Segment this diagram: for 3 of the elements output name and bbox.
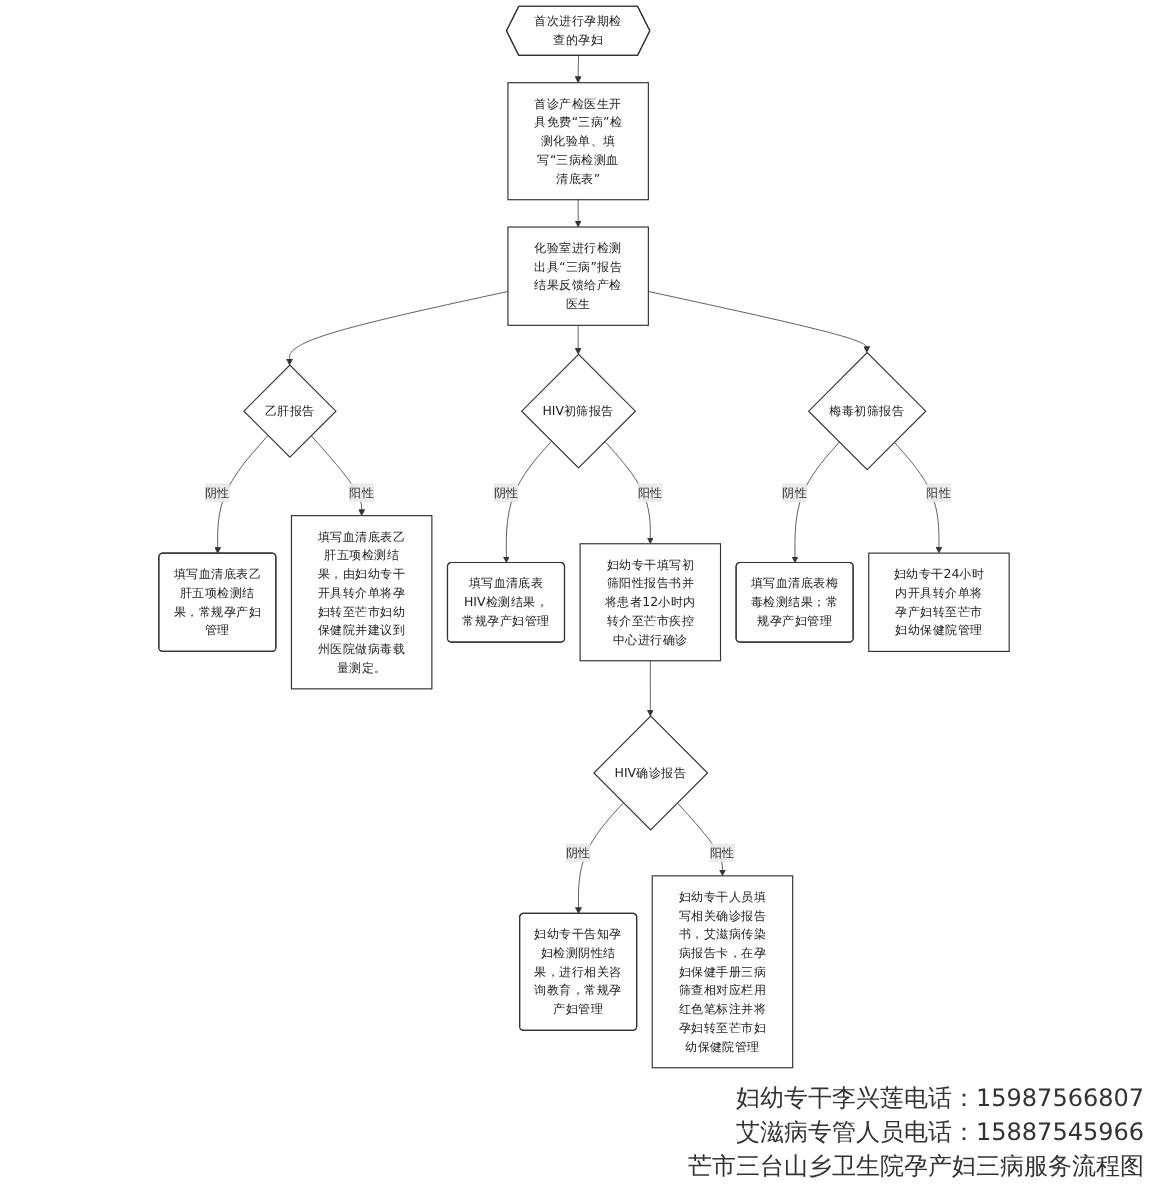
note-text: 芒市三台山乡卫生院孕产妇三病服务流程图	[688, 1152, 1144, 1180]
note-text: 艾滋病专管人员电话：15887545966	[736, 1118, 1144, 1146]
note-text: 妇幼专干李兴莲电话：15987566807	[736, 1084, 1144, 1112]
